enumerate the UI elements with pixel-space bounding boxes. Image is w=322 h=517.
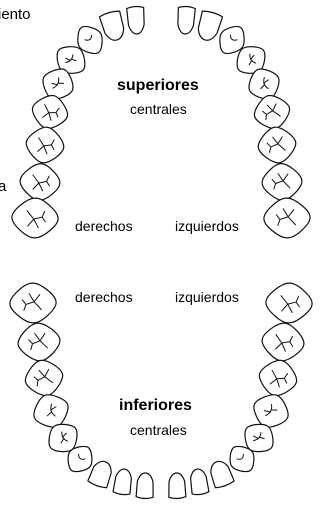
tooth-fissure: [28, 333, 48, 351]
tooth-molar: [253, 94, 291, 130]
tooth-premolar: [33, 394, 69, 428]
tooth-outline: [17, 322, 61, 362]
tooth-fissure: [275, 208, 296, 226]
tooth-canine: [229, 445, 255, 473]
tooth-molar: [257, 126, 297, 164]
tooth-fissure: [26, 210, 46, 229]
upper-centrales-label: centrales: [130, 101, 187, 117]
tooth-outline: [24, 359, 64, 397]
tooth-fissure: [263, 403, 278, 417]
lower-right-label: derechos: [75, 289, 133, 305]
tooth-outline: [253, 94, 291, 130]
tooth-outline: [197, 10, 224, 41]
tooth-premolar: [236, 46, 266, 74]
tooth-incisor: [112, 468, 132, 496]
tooth-fissure: [269, 369, 289, 388]
tooth-canine: [67, 445, 93, 473]
tooth-molar: [261, 322, 305, 362]
tooth-molar: [25, 126, 65, 164]
tooth-molar: [11, 197, 59, 239]
tooth-ridge: [84, 34, 93, 41]
tooth-ridge: [236, 453, 244, 460]
cropped-text-middle: a: [0, 178, 7, 195]
tooth-outline: [11, 197, 59, 239]
upper-arch-title: superiores: [117, 77, 199, 94]
tooth-incisor: [168, 472, 187, 500]
tooth-molar: [31, 94, 69, 130]
tooth-fissure: [51, 77, 65, 89]
upper-right-label: derechos: [75, 218, 133, 234]
tooth-outline: [261, 322, 305, 362]
tooth-outline: [168, 472, 187, 500]
tooth-incisor: [135, 472, 154, 500]
tooth-outline: [210, 460, 235, 489]
tooth-molar: [258, 359, 298, 397]
tooth-outline: [261, 163, 303, 201]
tooth-outline: [25, 126, 65, 164]
lower-centrales-label: centrales: [130, 422, 187, 438]
tooth-fissure: [42, 104, 60, 121]
tooth-fissure: [21, 293, 42, 311]
tooth-outline: [257, 126, 297, 164]
tooth-canine: [77, 25, 103, 55]
tooth-molar: [263, 197, 311, 239]
tooth-molar: [261, 163, 303, 201]
tooth-fissure: [248, 53, 257, 66]
tooth-outline: [177, 5, 196, 35]
tooth-fissure: [32, 174, 50, 192]
tooth-incisor: [98, 10, 125, 41]
cropped-text-top: iento: [0, 6, 31, 23]
tooth-outline: [19, 163, 61, 201]
tooth-outline: [190, 468, 210, 496]
tooth-fissure: [271, 173, 291, 190]
tooth-molar: [265, 282, 313, 324]
tooth-ridge: [229, 34, 238, 41]
tooth-fissure: [37, 137, 55, 155]
tooth-canine: [219, 25, 245, 55]
tooth-premolar: [48, 423, 78, 453]
tooth-outline: [263, 197, 311, 239]
tooth-incisor: [126, 5, 145, 35]
tooth-outline: [126, 5, 145, 35]
tooth-outline: [9, 282, 57, 324]
tooth-fissure: [280, 295, 300, 314]
tooth-outline: [87, 460, 112, 489]
upper-left-label: izquierdos: [175, 218, 239, 234]
tooth-fissure: [46, 403, 57, 417]
tooth-fissure: [275, 334, 294, 352]
tooth-outline: [258, 359, 298, 397]
tooth-molar: [19, 163, 61, 201]
lower-left-label: izquierdos: [175, 289, 239, 305]
tooth-incisor: [197, 10, 224, 41]
tooth-premolar: [56, 46, 86, 74]
tooth-outline: [135, 472, 154, 500]
tooth-molar: [9, 282, 57, 324]
tooth-fissure: [253, 432, 265, 442]
tooth-incisor: [210, 460, 235, 489]
lower-arch-title: inferiores: [119, 397, 192, 414]
tooth-fissure: [33, 369, 53, 387]
tooth-fissure: [260, 76, 270, 90]
tooth-fissure: [262, 103, 281, 121]
tooth-outline: [98, 10, 125, 41]
tooth-fissure: [60, 431, 69, 444]
tooth-fissure: [65, 54, 77, 64]
tooth-incisor: [190, 468, 210, 496]
tooth-premolar: [248, 68, 280, 100]
tooth-outline: [265, 282, 313, 324]
tooth-molar: [17, 322, 61, 362]
tooth-ridge: [78, 453, 86, 460]
tooth-incisor: [87, 460, 112, 489]
tooth-outline: [112, 468, 132, 496]
tooth-molar: [24, 359, 64, 397]
tooth-fissure: [266, 136, 286, 153]
tooth-outline: [31, 94, 69, 130]
tooth-incisor: [177, 5, 196, 35]
